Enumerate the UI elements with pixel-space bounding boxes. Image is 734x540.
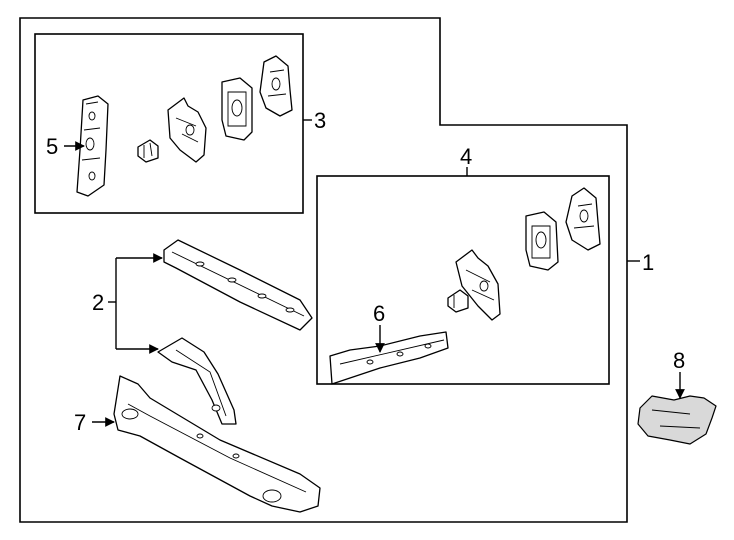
callout-7: 7 (74, 410, 86, 435)
callout-1: 1 (642, 250, 654, 275)
assembly-outline-1 (19, 17, 628, 523)
group-box-3 (34, 33, 304, 214)
part-5-support-pillar (76, 95, 109, 197)
part-3-bracket-a (167, 97, 207, 163)
part-8-bracket (637, 395, 717, 445)
part-4-small-clip (447, 289, 469, 313)
part-6-lower-rail (329, 331, 449, 385)
callout-4: 4 (460, 144, 472, 169)
part-7-lower-tie-bar (113, 375, 321, 513)
callout-6: 6 (373, 301, 385, 326)
part-2-upper-crossmember (163, 239, 313, 331)
group-box-4 (316, 175, 610, 385)
part-4-bracket-a (455, 249, 501, 321)
callout-5: 5 (46, 134, 58, 159)
part-4-bracket-b (525, 211, 559, 271)
part-4-bracket-c (565, 187, 601, 251)
callout-2: 2 (92, 290, 104, 315)
callout-8: 8 (673, 348, 685, 373)
part-3-bracket-b (221, 77, 253, 141)
callout-3: 3 (314, 108, 326, 133)
part-2-lower-bracket (157, 337, 237, 425)
part-3-small-clip (137, 139, 159, 163)
part-3-bracket-c (259, 55, 293, 117)
